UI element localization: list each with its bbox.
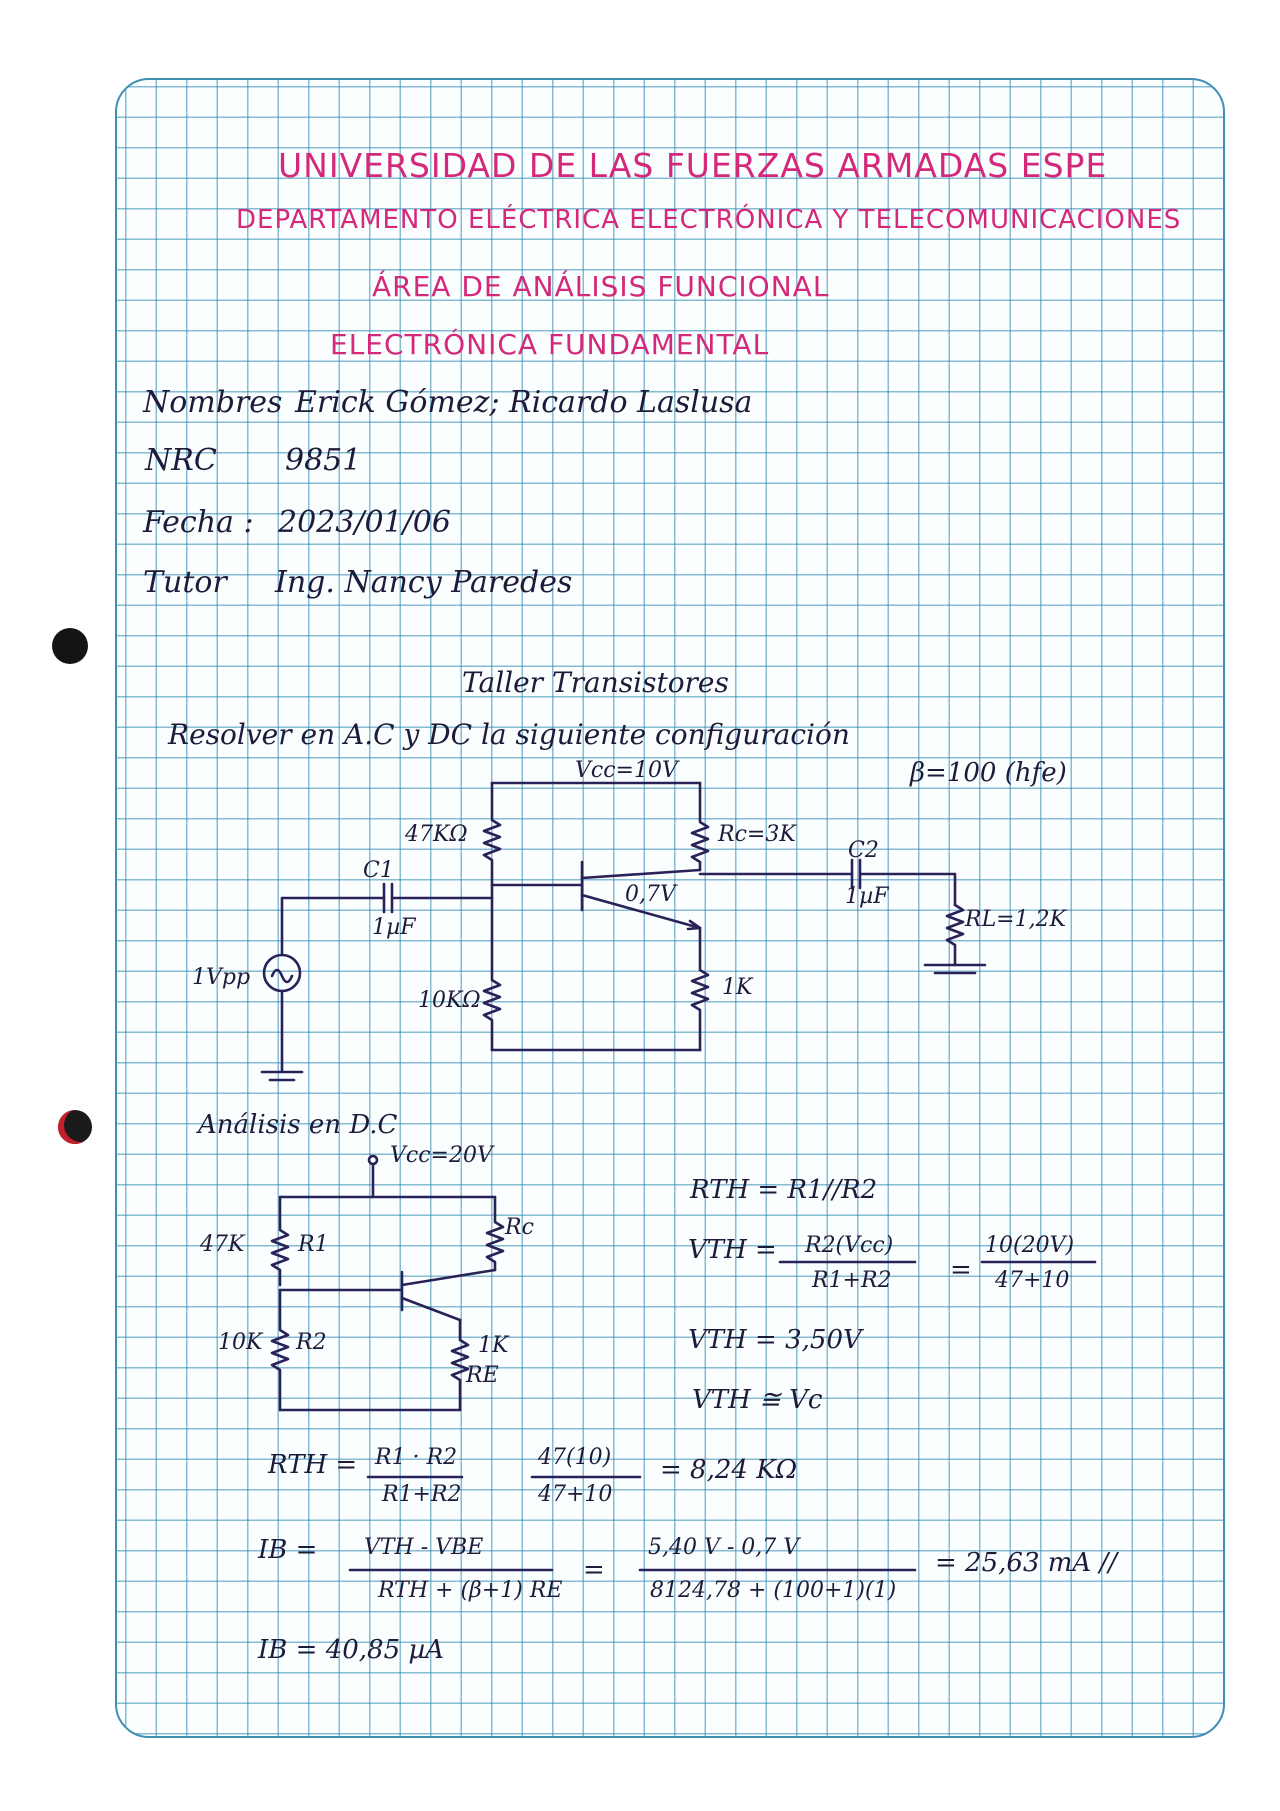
eq-ib-lhs: IB = [258,1535,318,1565]
eq-vth-lhs: VTH = [688,1235,777,1265]
dc-re-name: RE [466,1363,499,1388]
workshop-instruction: Resolver en A.C y DC la siguiente config… [168,718,850,751]
date-label: Fecha : [143,505,254,540]
dc-r1-name: R1 [298,1232,329,1257]
circuit1-vbe: 0,7V [625,882,676,907]
dc-schematic [270,1154,505,1412]
date-value: 2023/01/06 [278,505,451,540]
workshop-title: Taller Transistores [462,666,729,699]
eq-ib-eq: = [583,1555,605,1585]
eq-vth-num: R2(Vcc) [805,1233,894,1258]
circuit1-re: 1K [722,975,753,1000]
dc-r2: 10K [218,1330,263,1355]
eq-vth-num2: 10(20V) [985,1233,1075,1258]
dc-r1: 47K [200,1232,245,1257]
eq-rth-num2: 47(10) [538,1445,612,1470]
binder-hole [52,628,88,664]
eq-rth-den: R1+R2 [382,1482,462,1507]
binder-hole [58,1110,92,1144]
dc-re: 1K [478,1333,509,1358]
circuit1-c1: C1 [363,858,394,883]
beta-value: β=100 (hfe) [910,758,1067,788]
eq-ib-final: IB = 40,85 µA [258,1635,445,1665]
eq-ib-num2: 5,40 V - 0,7 V [648,1535,800,1560]
eq-ib-den: RTH + (β+1) RE [378,1578,563,1603]
dc-rc: Rc [505,1215,534,1240]
circuit1-schematic [260,781,987,1082]
eq-rth-num: R1 · R2 [375,1445,458,1470]
eq-rth-def: RTH = R1//R2 [690,1175,878,1205]
circuit1-vcc: Vcc=10V [575,758,678,783]
circuit1-c2: C2 [848,838,879,863]
dc-r2-name: R2 [296,1330,327,1355]
dc-title: Análisis en D.C [198,1110,398,1140]
eq-ib-den2: 8124,78 + (100+1)(1) [650,1578,897,1603]
eq-rth-den2: 47+10 [538,1482,613,1507]
dc-vcc: Vcc=20V [390,1143,493,1168]
eq-vth-den2: 47+10 [995,1268,1070,1293]
header-area: ÁREA DE ANÁLISIS FUNCIONAL [372,270,830,303]
notebook-page [115,78,1225,1738]
tutor-label: Tutor [143,565,227,600]
circuit1-source: 1Vpp [192,965,251,990]
circuit1-rc: Rc=3K [718,822,796,847]
names-label: Nombres [143,385,283,420]
eq-vth-approx: VTH ≅ Vc [692,1385,823,1415]
eq-rth-result: = 8,24 KΩ [660,1455,798,1485]
tutor-value: Ing. Nancy Paredes [275,565,573,600]
eq-rth-lhs: RTH = [268,1450,358,1480]
circuit1-c1-value: 1µF [372,915,416,940]
circuit1-rl: RL=1,2K [965,907,1067,932]
nrc-value: 9851 [285,443,362,478]
header-department: DEPARTAMENTO ELÉCTRICA ELECTRÓNICA Y TEL… [236,205,1182,235]
nrc-label: NRC [145,443,217,478]
eq-vth-result: VTH = 3,50V [688,1325,862,1355]
eq-ib-num: VTH - VBE [364,1535,484,1560]
header-subject: ELECTRÓNICA FUNDAMENTAL [330,328,770,361]
eq-ib-result: = 25,63 mA // [935,1548,1117,1578]
names-value: Erick Gómez; Ricardo Laslusa [295,385,753,420]
circuit1-r1: 47KΩ [405,822,468,847]
header-university: UNIVERSIDAD DE LAS FUERZAS ARMADAS ESPE [278,146,1108,185]
eq-vth-eq: = [950,1255,972,1285]
eq-vth-den: R1+R2 [812,1268,892,1293]
circuit1-r2: 10KΩ [418,988,481,1013]
